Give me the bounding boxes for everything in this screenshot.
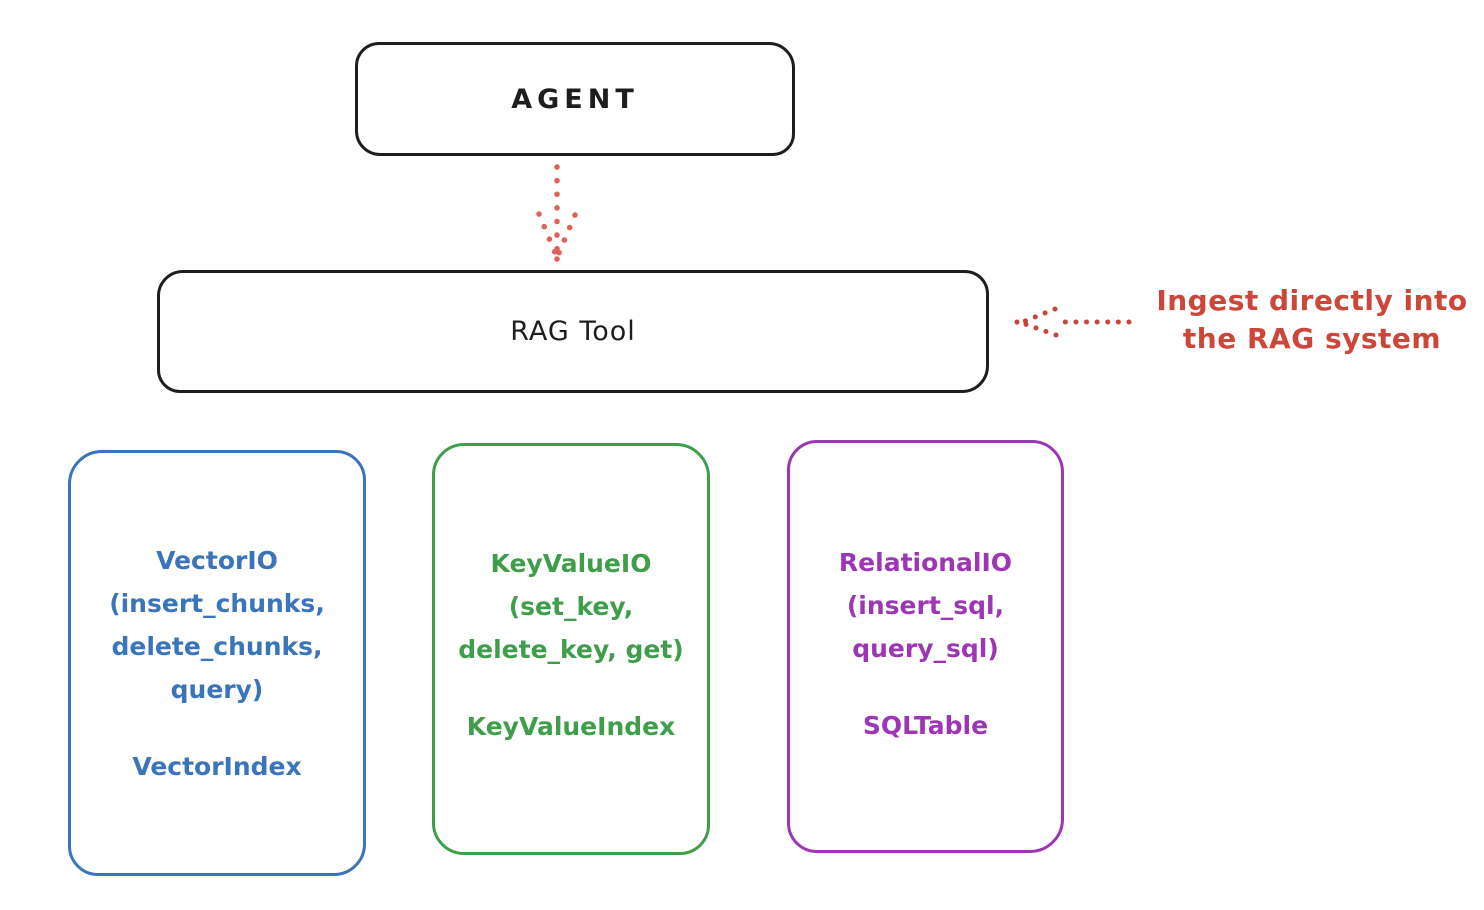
agent-box: AGENT [355,42,795,156]
module-index-label: KeyValueIndex [466,712,676,741]
module-card-keyvalue-io: KeyValueIO (set_key, delete_key, get) Ke… [432,443,710,855]
module-card-relational-io: RelationalIO (insert_sql, query_sql) SQL… [787,440,1064,853]
agent-to-ragtool-arrow-icon [517,162,597,264]
agent-label: AGENT [511,83,639,115]
ingest-annotation: Ingest directly into the RAG system [1138,282,1484,358]
module-title-line: delete_key, get) [458,635,684,664]
rag-tool-label: RAG Tool [510,316,636,347]
module-title-line: (insert_sql, [846,591,1005,620]
module-title-line: query_sql) [852,634,999,663]
module-index-label: SQLTable [862,711,989,740]
module-title-line: KeyValueIO [490,549,652,578]
module-title-line: RelationalIO [838,548,1013,577]
module-title-line: delete_chunks, [111,632,323,661]
module-card-vector-io: VectorIO (insert_chunks, delete_chunks, … [68,450,366,876]
module-index-label: VectorIndex [132,752,302,781]
ingest-annotation-line1: Ingest directly into [1156,284,1468,317]
ingest-to-ragtool-arrow-icon [1005,300,1137,346]
rag-tool-box: RAG Tool [157,270,989,393]
module-title-line: (set_key, [508,592,634,621]
module-title-line: (insert_chunks, [109,589,325,618]
module-title-line: query) [170,675,264,704]
ingest-annotation-line2: the RAG system [1182,322,1442,355]
module-title-line: VectorIO [156,546,278,575]
